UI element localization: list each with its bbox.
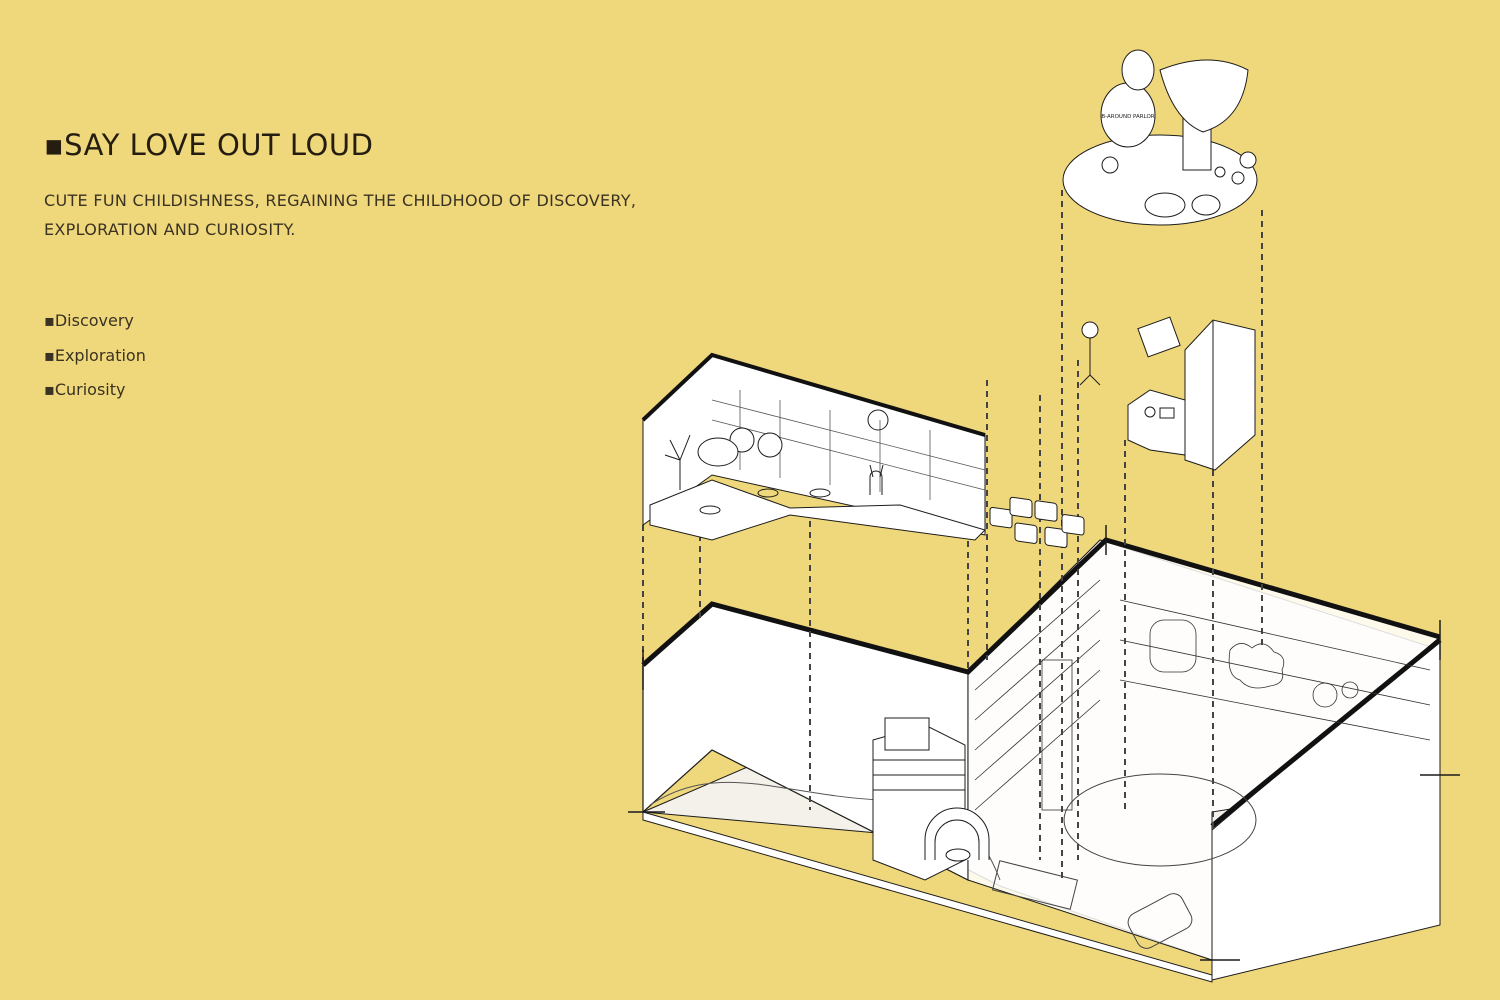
- dome-canopy: [1159, 59, 1249, 133]
- keyword-discovery: ▪Discovery: [44, 311, 134, 330]
- display-counter-module: [641, 352, 986, 541]
- cube-stools: [989, 496, 1085, 549]
- stand-lamp: [1079, 321, 1101, 386]
- floor-mat: [1127, 893, 1193, 949]
- counter-stool-3: [809, 488, 831, 498]
- rainbow-arch: [924, 807, 990, 860]
- booth-kiosk: [872, 717, 990, 881]
- booth-chimney: [884, 717, 930, 751]
- front-floor-edge: [642, 811, 1213, 983]
- counter-base: [649, 479, 986, 541]
- arched-window: [1149, 619, 1197, 673]
- wall-top-edge: [641, 537, 1441, 675]
- cloud-display: [1228, 643, 1285, 689]
- registration-marks: [628, 525, 1460, 961]
- bunny-figure: [869, 464, 884, 495]
- potted-plant: [664, 434, 691, 490]
- small-display-disc: [1121, 49, 1155, 91]
- keyword-exploration: ▪Exploration: [44, 345, 146, 365]
- intro-text-block: ▪SAY LOVE OUT LOUD CUTE FUN CHILDISHNESS…: [44, 128, 704, 244]
- wall-medallion: [867, 409, 889, 431]
- fridge: [1184, 319, 1256, 471]
- subtitle-line-1: CUTE FUN CHILDISHNESS, REGAINING THE CHI…: [44, 191, 637, 210]
- ground-floor-room: [641, 537, 1442, 983]
- keyword-list: ▪Discovery ▪Exploration ▪Curiosity: [44, 304, 146, 408]
- subtitle-line-2: EXPLORATION AND CURIOSITY.: [44, 220, 296, 239]
- counter-stool-2: [757, 488, 779, 498]
- cashier-fridge-module: [1127, 316, 1256, 471]
- plush-toy-2: [757, 432, 783, 458]
- page-subtitle: CUTE FUN CHILDISHNESS, REGAINING THE CHI…: [44, 186, 704, 244]
- counter-stool-1: [699, 505, 721, 515]
- porthole-window: [1312, 682, 1338, 708]
- door-mat: [991, 860, 1079, 910]
- tall-cabinet: [1041, 659, 1073, 811]
- plush-toy-3: [697, 437, 739, 467]
- keyword-curiosity: ▪Curiosity: [44, 380, 126, 399]
- counter-top-edge: [641, 352, 986, 437]
- back-wall-shelving: [974, 579, 1431, 811]
- round-rug: [1063, 773, 1257, 867]
- cashier-counter: [1127, 389, 1186, 456]
- round-display-platform: B-AROUND PARLOR: [1062, 49, 1258, 226]
- hanging-sign-board: [1137, 316, 1181, 358]
- shop-sign-text: B-AROUND PARLOR: [1101, 114, 1154, 120]
- page-title: ▪SAY LOVE OUT LOUD: [44, 128, 374, 162]
